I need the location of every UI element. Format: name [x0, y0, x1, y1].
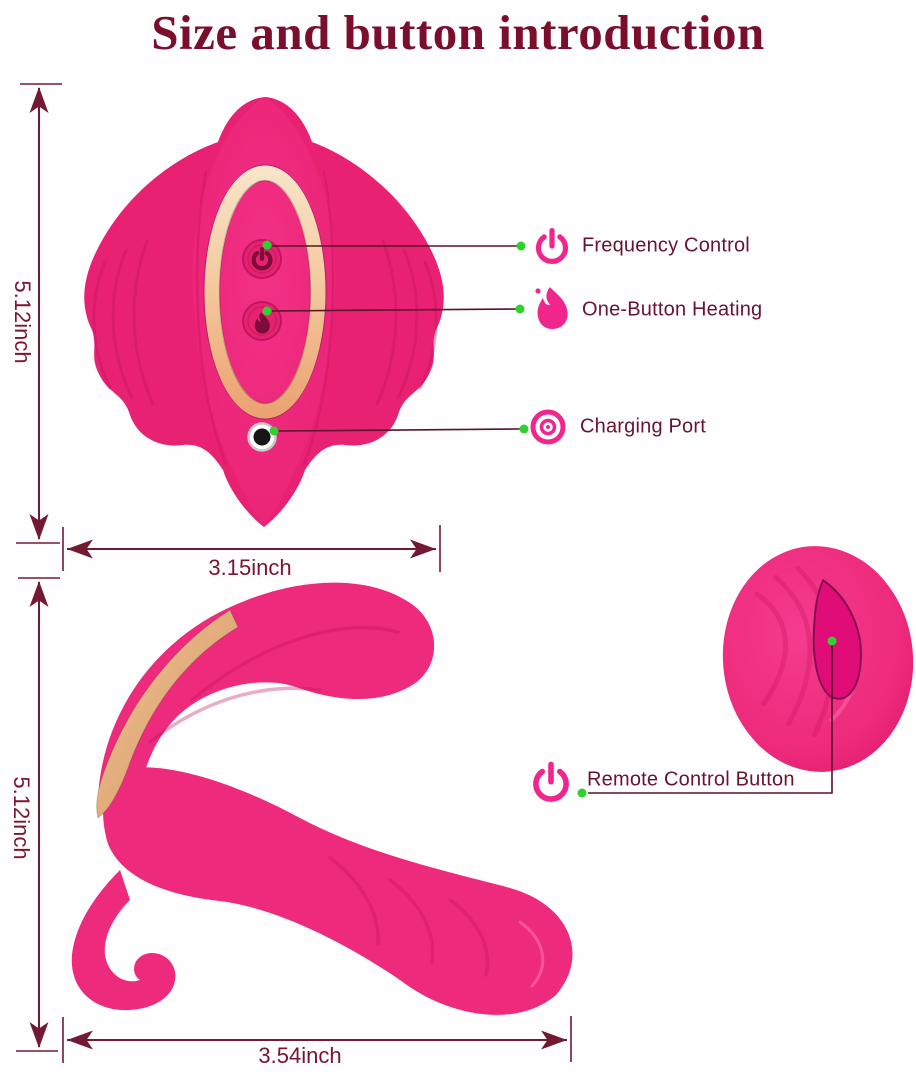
heating-button[interactable] [242, 301, 282, 341]
charging-port[interactable] [247, 422, 277, 452]
top-view-height-dimension [16, 83, 62, 544]
remote-control [722, 546, 914, 772]
frequency-control-label: Frequency Control [582, 234, 750, 257]
callout-dots [262, 240, 837, 798]
remote-button[interactable] [808, 578, 865, 701]
one-button-heating-label: One-Button Heating [582, 298, 763, 321]
charging-callout-line [277, 428, 522, 432]
side-view-gold-stripe [96, 609, 239, 819]
flame-icon [535, 287, 568, 329]
side-view-width-dimension [62, 1016, 572, 1063]
remote-control-button-label: Remote Control Button [587, 768, 795, 791]
heating-callout-line [271, 308, 518, 312]
center-body-creases [195, 170, 335, 466]
side-view-height-dimension [16, 577, 60, 1052]
top-view-height-label: 5.12inch [10, 280, 35, 364]
power-icon [539, 231, 566, 262]
side-view-highlight [518, 920, 545, 988]
charging-port-label: Charging Port [580, 415, 706, 438]
frequency-control-button[interactable] [242, 239, 282, 279]
remote-callout-line [588, 642, 833, 794]
side-view-width-label: 3.54inch [258, 1043, 342, 1068]
gold-oval-ring [203, 164, 327, 420]
page-title: Size and button introduction [151, 5, 765, 60]
top-view-width-dimension [62, 525, 441, 572]
remote-power-icon [536, 764, 566, 799]
side-view-tail-hook [71, 870, 176, 1011]
wing-texture-lines [92, 239, 438, 406]
side-view-texture-lines [148, 625, 489, 977]
side-view-height-label: 5.12inch [9, 776, 34, 860]
flame-icon [254, 312, 270, 334]
top-view-width-label: 3.15inch [208, 555, 292, 580]
dimension-annotations [16, 83, 572, 1063]
charging-port-icon [530, 409, 566, 445]
side-view-upper-arm [98, 582, 435, 818]
callout-lines [271, 245, 833, 794]
side-view-product [71, 582, 573, 1015]
side-view-lower-body [103, 767, 573, 1015]
